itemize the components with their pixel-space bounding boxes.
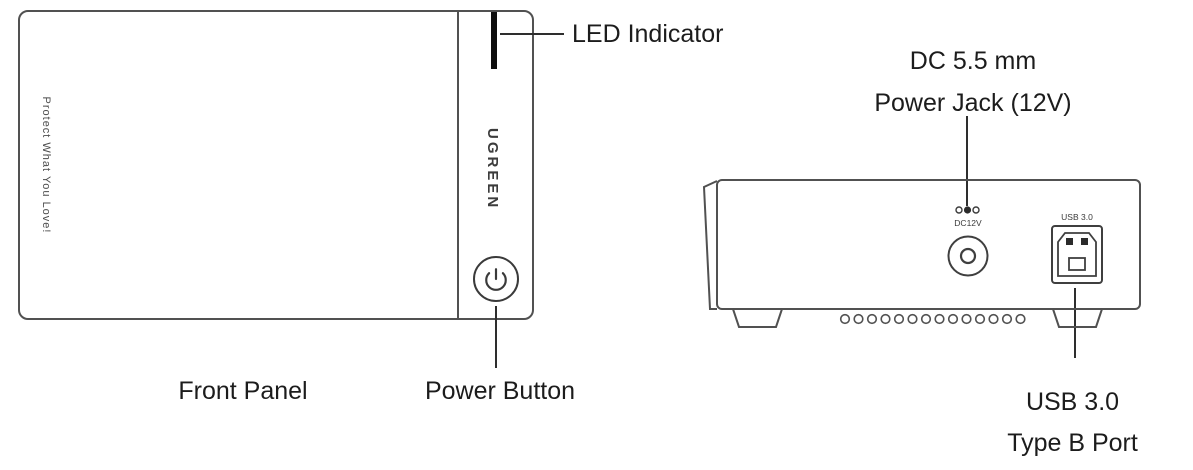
front-panel-caption: Front Panel: [178, 377, 308, 405]
led-indicator-bar: [491, 12, 497, 69]
power-button-label: Power Button: [424, 377, 576, 405]
brand-text: UGREEN: [484, 128, 501, 211]
polarity-icon: [955, 206, 980, 214]
rear-outline: [702, 179, 1141, 310]
power-icon: [485, 268, 507, 291]
led-leader-line: [500, 33, 564, 35]
dc-callout-label: DC 5.5 mm Power Jack (12V): [833, 40, 1113, 124]
dc-callout-line1: DC 5.5 mm: [909, 47, 1037, 75]
rear-panel-illustration: DC12V USB 3.0: [702, 179, 1141, 328]
usb-callout-line2: Type B Port: [1007, 429, 1138, 457]
usb-callout-label: USB 3.0 Type B Port: [950, 382, 1193, 464]
power-leader-line: [495, 306, 497, 368]
power-button-illustration: [473, 256, 519, 302]
dc-leader-line: [966, 116, 968, 206]
right-foot: [1052, 308, 1103, 328]
led-indicator-label: LED Indicator: [572, 20, 724, 48]
front-panel-illustration: Protect What You Love! UGREEN: [18, 10, 534, 320]
panel-divider-line: [457, 12, 459, 318]
dc-port-label: DC12V: [954, 218, 982, 228]
usb-leader-line: [1074, 288, 1076, 358]
dc-callout-line2: Power Jack (12V): [874, 89, 1072, 117]
usb-type-b-port: [1051, 225, 1103, 284]
dc-jack: [947, 235, 989, 277]
usb-callout-line1: USB 3.0: [1025, 388, 1120, 416]
vent-holes: [839, 313, 1026, 325]
tagline-text: Protect What You Love!: [40, 96, 52, 234]
usb-port-label: USB 3.0: [1061, 212, 1093, 222]
left-foot: [732, 308, 783, 328]
